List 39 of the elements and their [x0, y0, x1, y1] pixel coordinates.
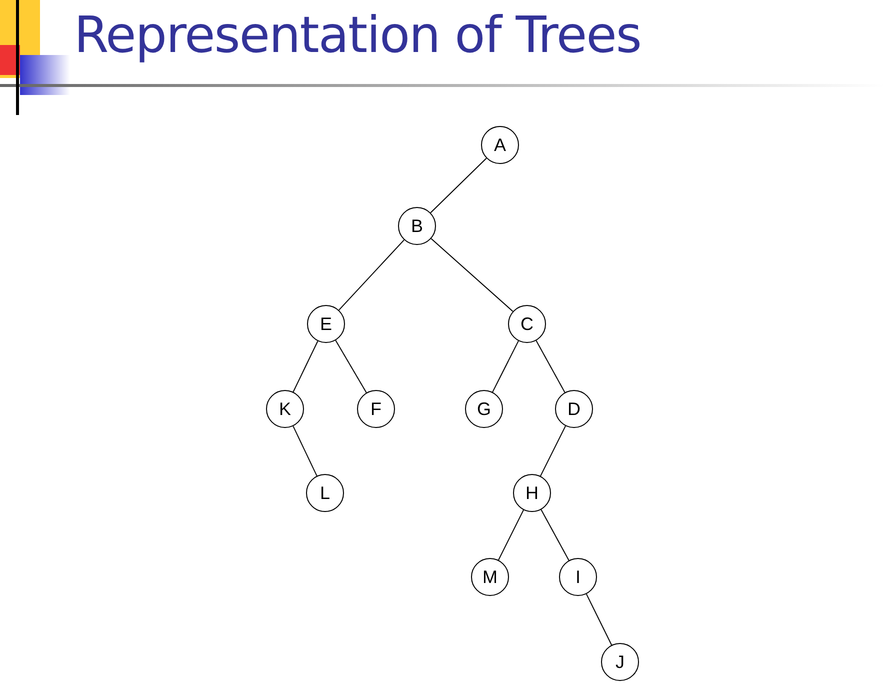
tree-node-circle: [357, 390, 395, 428]
node-label: B: [410, 217, 423, 235]
tree-edge: [430, 158, 487, 214]
tree-edge: [586, 594, 612, 646]
tree-node-circle: [555, 390, 593, 428]
tree-node-circle: [481, 126, 519, 164]
node-label: H: [526, 484, 538, 502]
node-label: C: [520, 315, 534, 333]
tree-edge: [540, 426, 566, 476]
tree-edge: [338, 239, 405, 311]
tree-edge: [292, 426, 318, 476]
node-label: D: [568, 400, 580, 418]
slide-title: Representation of Trees: [74, 6, 641, 64]
tree-edge: [492, 340, 519, 393]
tree-edge: [430, 238, 514, 312]
node-label: M: [482, 568, 498, 586]
tree-node-circle: [306, 474, 344, 512]
tree-node-circle: [513, 474, 551, 512]
tree-node-circle: [465, 390, 503, 428]
tree-edge: [292, 340, 318, 392]
tree-node-circle: [398, 207, 436, 245]
node-label: G: [476, 400, 491, 418]
tree-node-circle: [471, 558, 509, 596]
node-label: A: [494, 136, 506, 154]
node-label: J: [616, 653, 624, 671]
tree-edge: [335, 340, 367, 394]
tree-edge: [498, 510, 524, 560]
tree-node-circle: [559, 558, 597, 596]
tree-edge: [540, 509, 570, 561]
tree-node-circle: [508, 305, 546, 343]
node-label: E: [320, 315, 332, 333]
node-label: K: [278, 400, 291, 418]
node-label: I: [575, 568, 580, 586]
tree-edge: [536, 340, 566, 393]
node-label: L: [320, 484, 330, 502]
tree-node-circle: [601, 643, 639, 681]
tree-node-circle: [307, 305, 345, 343]
node-label: F: [370, 400, 382, 418]
tree-node-circle: [266, 390, 304, 428]
